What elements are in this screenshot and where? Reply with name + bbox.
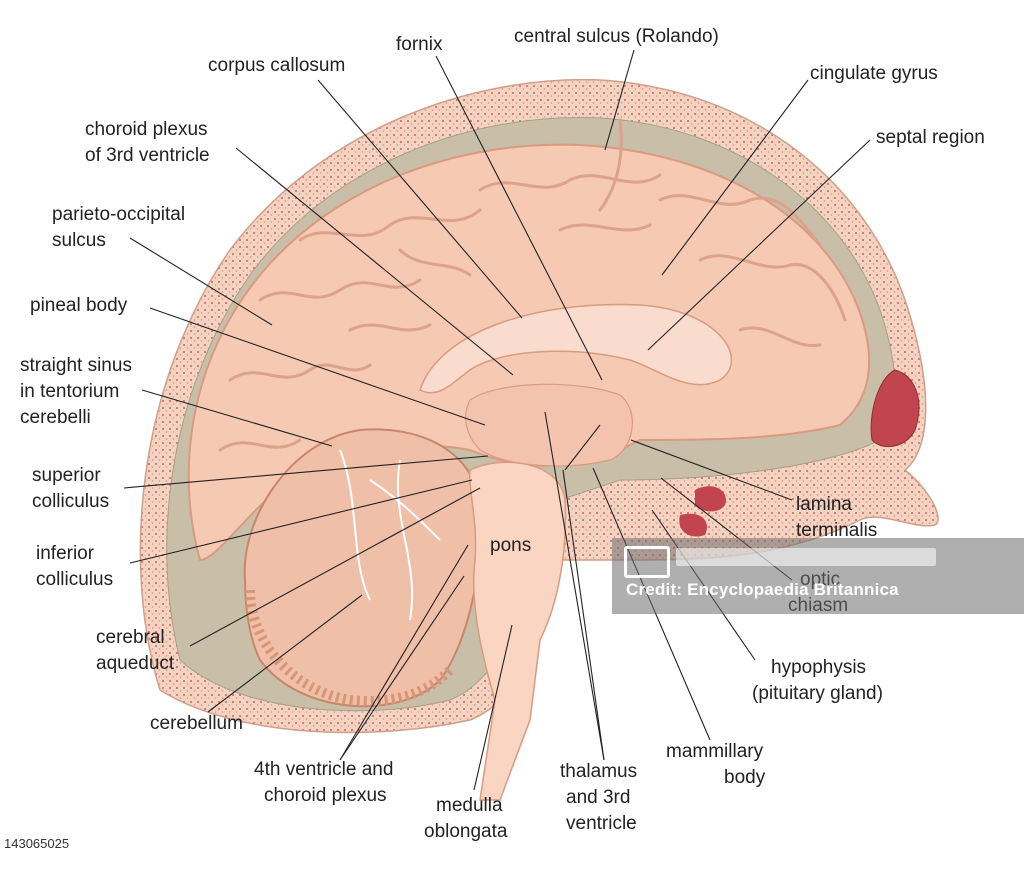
label-inferior-colliculus-line2: colliculus [36,569,114,590]
label-straight-sinus-line2: in tentorium [20,381,120,402]
label-corpus-callosum: corpus callosum [208,55,346,76]
label-parieto-occipital-line1: parieto-occipital [52,204,186,225]
label-4th-ventricle-line2: choroid plexus [264,785,387,806]
gyri [218,118,847,452]
label-central-sulcus: central sulcus (Rolando) [514,26,719,47]
label-parieto-occipital-line2: sulcus [52,230,106,251]
label-mammillary-line1: mammillary [666,741,764,762]
watermark-credit-text: Credit: Encyclopaedia Britannica [626,580,899,599]
watermark-logo-bar [676,548,936,566]
label-lamina-terminalis-line2: terminalis [796,520,878,541]
label-cingulate-gyrus: cingulate gyrus [810,63,938,84]
label-hypophysis-line2: (pituitary gland) [752,683,883,704]
label-cerebral-aqueduct-line2: aqueduct [96,653,175,674]
brainstem-shape [468,461,567,801]
watermark-logo-icon [624,546,670,578]
label-medulla-line1: medulla [436,795,503,816]
label-straight-sinus-line1: straight sinus [20,355,132,376]
label-pineal-body: pineal body [30,295,128,316]
corpus-callosum-shape [419,303,733,394]
label-choroid-plexus-3rd-line1: choroid plexus [85,119,208,140]
label-thalamus-line2: and 3rd [566,787,631,808]
label-hypophysis-line1: hypophysis [771,657,867,678]
sphenoid-sinus [679,486,726,537]
thalamus-shape [465,383,633,467]
frontal-sinus [870,369,920,448]
label-choroid-plexus-3rd-line2: of 3rd ventricle [85,145,210,166]
label-superior-colliculus-line1: superior [32,465,101,486]
label-4th-ventricle-line1: 4th ventricle and [254,759,394,780]
leader-lines [123,49,871,791]
label-thalamus-line1: thalamus [560,761,638,782]
label-superior-colliculus-line2: colliculus [32,491,110,512]
label-thalamus-line3: ventricle [566,813,637,834]
image-id-label: 143065025 [4,836,70,851]
label-mammillary-line2: body [724,767,766,788]
label-lamina-terminalis-line1: lamina [796,494,852,515]
label-cerebral-aqueduct-line1: cerebral [96,627,165,648]
label-fornix: fornix [396,34,443,55]
label-medulla-line2: oblongata [424,821,508,842]
label-pons: pons [490,535,532,556]
label-cerebellum: cerebellum [150,713,243,734]
label-septal-region: septal region [876,127,985,148]
watermark-banner: Credit: Encyclopaedia Britannica [612,538,1024,614]
label-inferior-colliculus-line1: inferior [36,543,95,564]
label-straight-sinus-line3: cerebelli [20,407,91,428]
